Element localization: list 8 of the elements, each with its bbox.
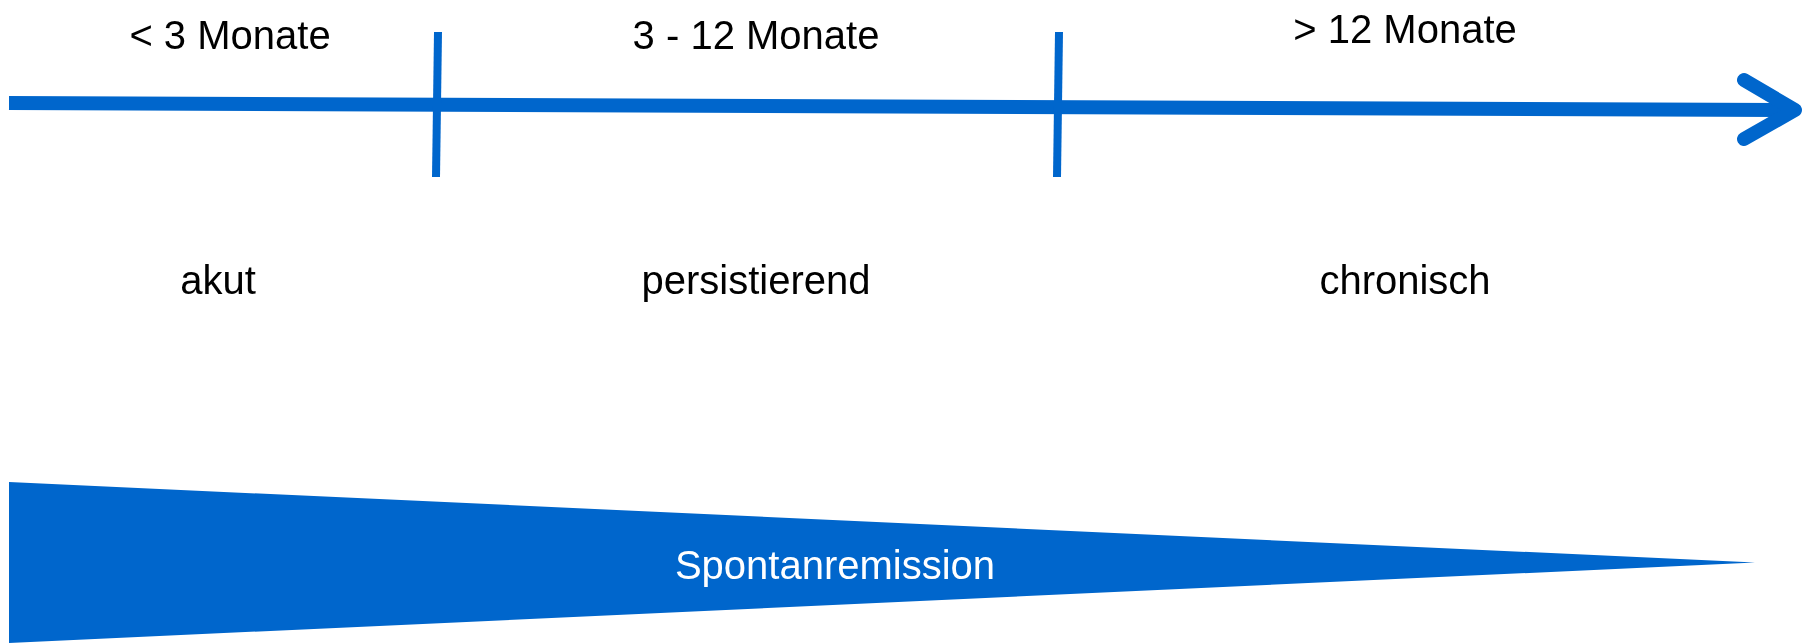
phase-label: akut (180, 258, 256, 302)
interval-label: 3 - 12 Monate (632, 13, 880, 57)
decreasing-wedge (9, 482, 1755, 643)
phase-label: chronisch (1319, 258, 1491, 302)
interval-label: < 3 Monate (129, 13, 331, 57)
interval-label: > 12 Monate (1293, 7, 1517, 51)
wedge-label: Spontanremission (674, 543, 996, 587)
phase-label: persistierend (641, 258, 871, 302)
